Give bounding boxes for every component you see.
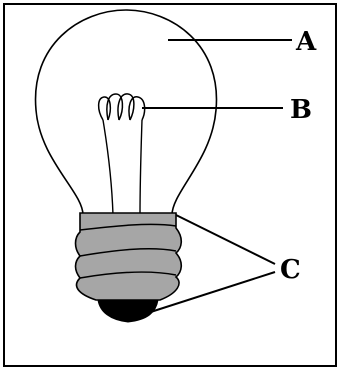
glass-bulb: [34, 9, 218, 216]
label-a: A: [295, 27, 317, 57]
screw-base: [74, 212, 183, 301]
contact-tip: [97, 299, 159, 323]
label-c: C: [280, 255, 301, 285]
filament: [97, 93, 146, 121]
screw-threads: [79, 223, 177, 279]
diagram-border: [3, 3, 337, 367]
filament-support-left: [102, 119, 114, 216]
leader-line-c-lower: [131, 271, 276, 319]
filament-support-right: [139, 119, 143, 216]
leader-line-c-upper: [175, 214, 276, 265]
label-b: B: [290, 95, 312, 125]
